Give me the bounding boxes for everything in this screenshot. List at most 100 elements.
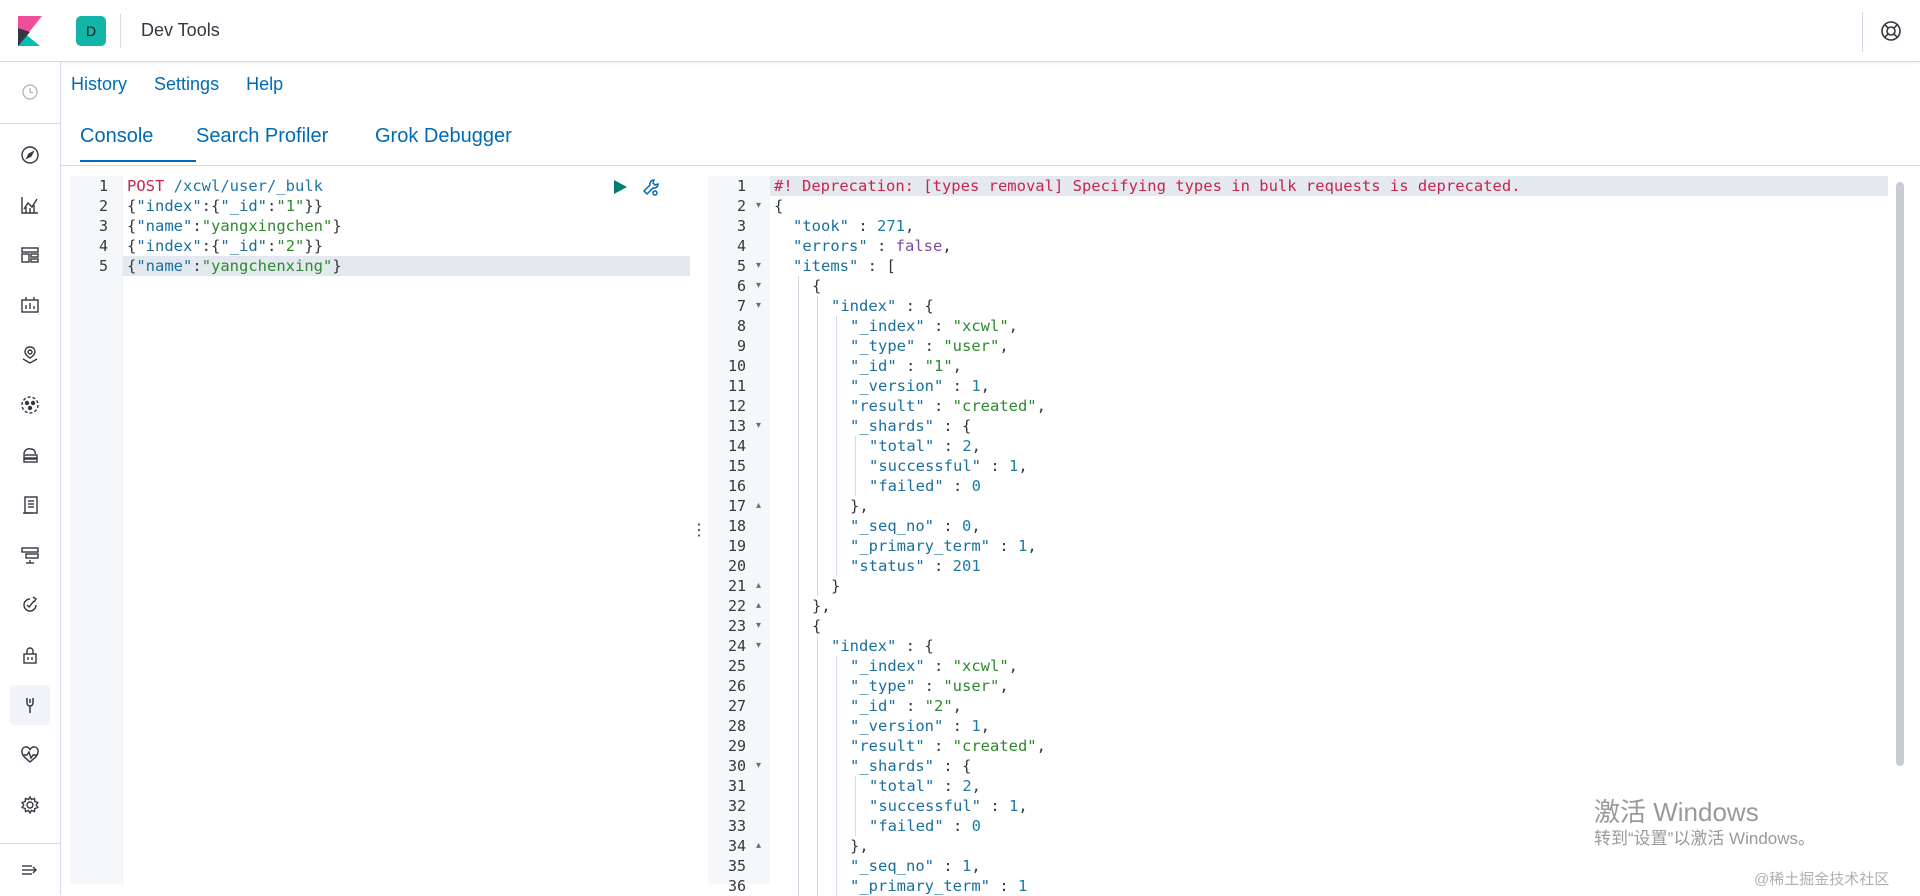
fold-toggle-icon[interactable]: ▴ bbox=[756, 840, 762, 851]
request-code[interactable]: POST /xcwl/user/_bulk{"index":{"_id":"1"… bbox=[122, 176, 690, 884]
token: "total" bbox=[869, 437, 935, 455]
management-gear-icon[interactable] bbox=[10, 785, 50, 825]
apm-icon[interactable] bbox=[10, 535, 50, 575]
indent-guide bbox=[817, 776, 818, 796]
indent-guide bbox=[798, 476, 799, 496]
line-number: 32 bbox=[727, 797, 746, 815]
code-line: "_type" : "user", bbox=[770, 336, 1888, 356]
discover-compass-icon[interactable] bbox=[10, 135, 50, 175]
tab-search-profiler[interactable]: Search Profiler bbox=[196, 125, 329, 147]
token: "2" bbox=[924, 697, 953, 715]
divider bbox=[1862, 12, 1863, 52]
help-lifebuoy-icon[interactable] bbox=[1878, 18, 1904, 44]
fold-toggle-icon[interactable]: ▾ bbox=[756, 260, 762, 271]
token: 0 bbox=[971, 817, 981, 835]
token: 201 bbox=[952, 557, 981, 575]
token: , bbox=[971, 857, 981, 875]
token: "_shards" bbox=[850, 417, 934, 435]
machine-learning-icon[interactable] bbox=[10, 385, 50, 425]
fold-toggle-icon[interactable]: ▾ bbox=[756, 640, 762, 651]
divider bbox=[120, 14, 121, 48]
fold-toggle-icon[interactable]: ▾ bbox=[756, 300, 762, 311]
history-link[interactable]: History bbox=[71, 74, 128, 94]
code-line: "result" : "created", bbox=[770, 396, 1888, 416]
fold-toggle-icon[interactable]: ▾ bbox=[756, 620, 762, 631]
token: "_seq_no" bbox=[850, 857, 934, 875]
indent-guide bbox=[836, 416, 837, 436]
code-line: }, bbox=[770, 836, 1888, 856]
fold-toggle-icon[interactable]: ▴ bbox=[756, 580, 762, 591]
infrastructure-icon[interactable] bbox=[10, 435, 50, 475]
line-number: 13 bbox=[727, 417, 746, 435]
send-request-play-icon[interactable] bbox=[611, 178, 629, 203]
visualize-chart-icon[interactable] bbox=[10, 185, 50, 225]
line-number: 2 bbox=[736, 197, 746, 215]
token: , bbox=[980, 717, 991, 735]
token: } bbox=[831, 577, 841, 595]
fold-toggle-icon[interactable]: ▾ bbox=[756, 760, 762, 771]
dashboard-icon[interactable] bbox=[10, 235, 50, 275]
fold-toggle-icon[interactable]: ▴ bbox=[756, 600, 762, 611]
code-line: "errors" : false, bbox=[770, 236, 1888, 256]
dev-tools-wrench-icon[interactable] bbox=[10, 685, 50, 725]
indent-guide bbox=[817, 716, 818, 736]
token: :{ bbox=[201, 237, 221, 255]
fold-toggle-icon[interactable]: ▾ bbox=[756, 280, 762, 291]
collapse-nav-icon[interactable] bbox=[10, 850, 50, 890]
fold-toggle-icon[interactable]: ▾ bbox=[756, 200, 762, 211]
monitoring-heartbeat-icon[interactable] bbox=[10, 735, 50, 775]
indent-guide bbox=[798, 376, 799, 396]
code-line: {"name":"yangchenxing"} bbox=[123, 256, 690, 276]
code-line: "_id" : "1", bbox=[770, 356, 1888, 376]
indent-guide bbox=[798, 716, 799, 736]
indent-guide bbox=[798, 396, 799, 416]
line-number: 35 bbox=[727, 857, 746, 875]
indent-guide bbox=[836, 776, 837, 796]
token: , bbox=[942, 237, 952, 255]
token: 1 bbox=[962, 857, 972, 875]
indent-guide bbox=[855, 436, 856, 456]
recently-viewed-clock-icon[interactable] bbox=[10, 72, 50, 112]
canvas-icon[interactable] bbox=[10, 285, 50, 325]
token: "result" bbox=[850, 397, 925, 415]
indent-guide bbox=[798, 816, 799, 836]
space-avatar[interactable]: D bbox=[76, 16, 106, 46]
kibana-logo-icon[interactable] bbox=[0, 0, 60, 62]
token: 2 bbox=[962, 777, 972, 795]
token: }, bbox=[850, 497, 869, 515]
token: "status" bbox=[850, 557, 925, 575]
token: : bbox=[934, 437, 963, 455]
token: : bbox=[943, 717, 972, 735]
line-number: 4 bbox=[736, 237, 746, 255]
token: 271 bbox=[877, 217, 905, 235]
line-number: 36 bbox=[727, 877, 746, 895]
settings-link[interactable]: Settings bbox=[154, 74, 220, 94]
token: : bbox=[867, 237, 896, 255]
fold-toggle-icon[interactable]: ▾ bbox=[756, 420, 762, 431]
token: "2" bbox=[276, 237, 305, 255]
line-number: 11 bbox=[727, 377, 746, 395]
source-credit: @稀土掘金技术社区 bbox=[1754, 871, 1890, 888]
token: , bbox=[952, 697, 963, 715]
maps-icon[interactable] bbox=[10, 335, 50, 375]
token: "_type" bbox=[850, 337, 916, 355]
uptime-icon[interactable] bbox=[10, 585, 50, 625]
code-line: "index" : { bbox=[770, 636, 1888, 656]
logs-icon[interactable] bbox=[10, 485, 50, 525]
response-scrollbar[interactable] bbox=[1896, 182, 1904, 766]
help-link[interactable]: Help bbox=[246, 74, 284, 94]
token: : bbox=[849, 217, 877, 235]
token: : bbox=[943, 477, 972, 495]
siem-lock-icon[interactable] bbox=[10, 635, 50, 675]
fold-toggle-icon[interactable]: ▴ bbox=[756, 500, 762, 511]
code-line: {"index":{"_id":"1"}} bbox=[123, 196, 690, 216]
token: "created" bbox=[952, 737, 1037, 755]
tab-console[interactable]: Console bbox=[80, 125, 196, 162]
request-settings-wrench-icon[interactable] bbox=[641, 178, 661, 203]
token: :{ bbox=[201, 197, 221, 215]
token: , bbox=[1008, 657, 1018, 675]
tab-grok-debugger[interactable]: Grok Debugger bbox=[375, 125, 512, 147]
pane-resizer-handle[interactable]: ⋮ bbox=[691, 522, 707, 539]
